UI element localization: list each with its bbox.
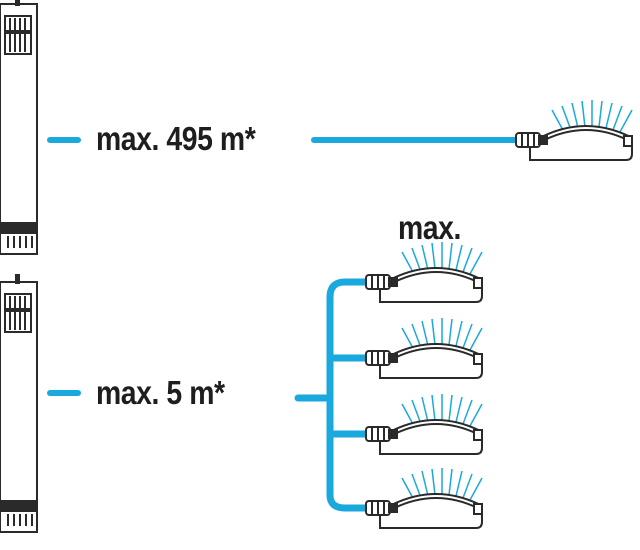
row2-top-label: max. (398, 209, 461, 246)
sprinkler-icon (366, 318, 482, 378)
submersible-pump-icon (0, 273, 38, 533)
sprinkler-icon (366, 394, 482, 454)
submersible-pump-icon (0, 0, 38, 255)
row2-distance-label: max. 5 m* (96, 374, 225, 411)
sprinkler-icon (366, 242, 482, 302)
sprinkler-icon (366, 468, 482, 528)
row1-distance-label: max. 495 m* (96, 120, 256, 157)
sprinkler-icon (516, 100, 632, 160)
pipe-manifold (294, 278, 370, 512)
